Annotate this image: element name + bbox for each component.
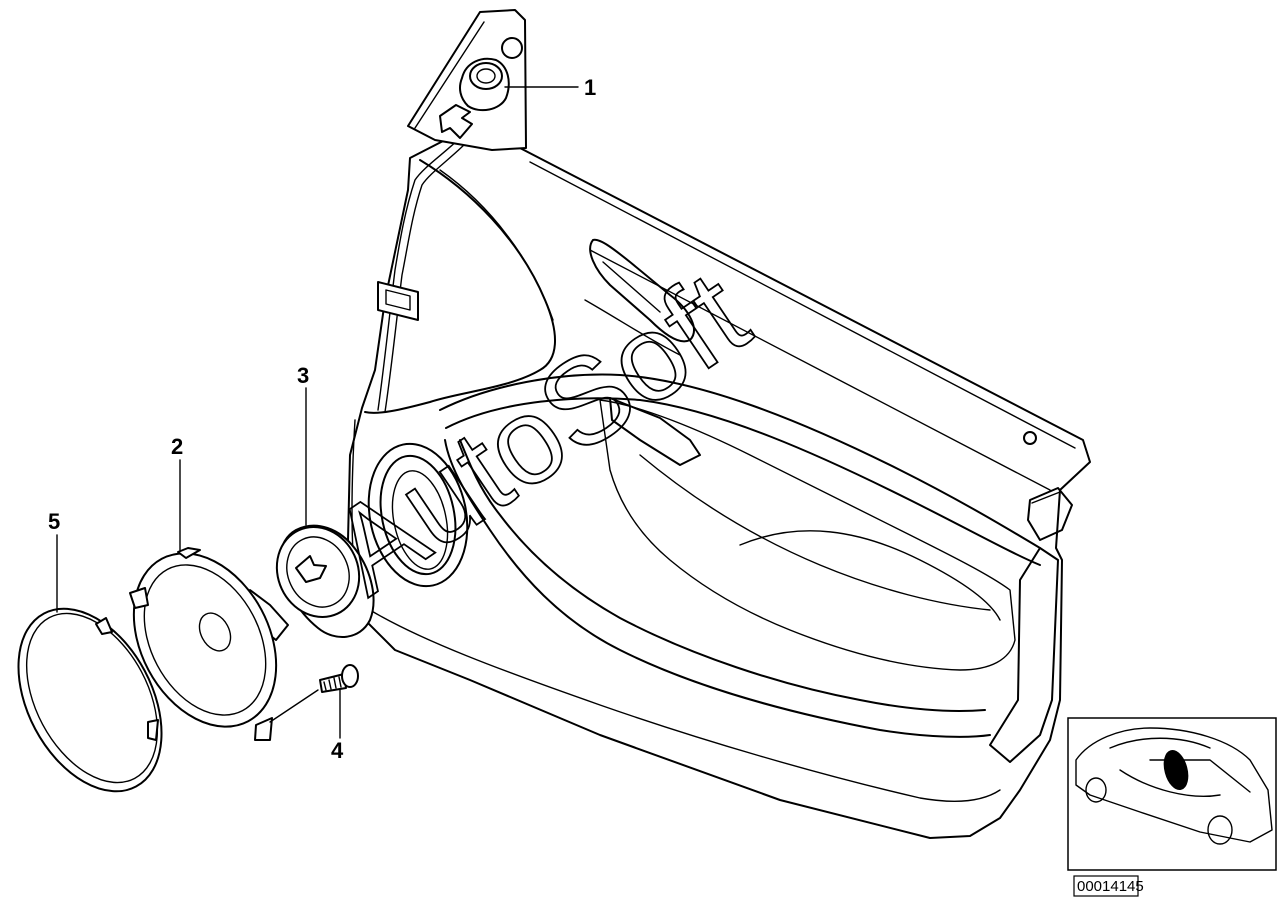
door-trim-panel	[347, 139, 1091, 839]
mounting-screw	[269, 664, 359, 723]
callout-5: 5	[48, 509, 60, 534]
leader-lines	[56, 86, 579, 739]
speaker-mounting-ring	[275, 524, 375, 639]
callout-2: 2	[171, 434, 183, 459]
speaker-grille-cover	[17, 607, 163, 793]
callout-4: 4	[331, 738, 344, 763]
locator-inset: 00014145	[1067, 717, 1277, 897]
door-speaker	[129, 547, 289, 741]
callout-3: 3	[297, 363, 309, 388]
speaker-cable	[377, 127, 478, 413]
reference-number: 00014145	[1077, 878, 1144, 895]
tweeter-assembly	[407, 9, 527, 151]
callout-1: 1	[584, 75, 596, 100]
